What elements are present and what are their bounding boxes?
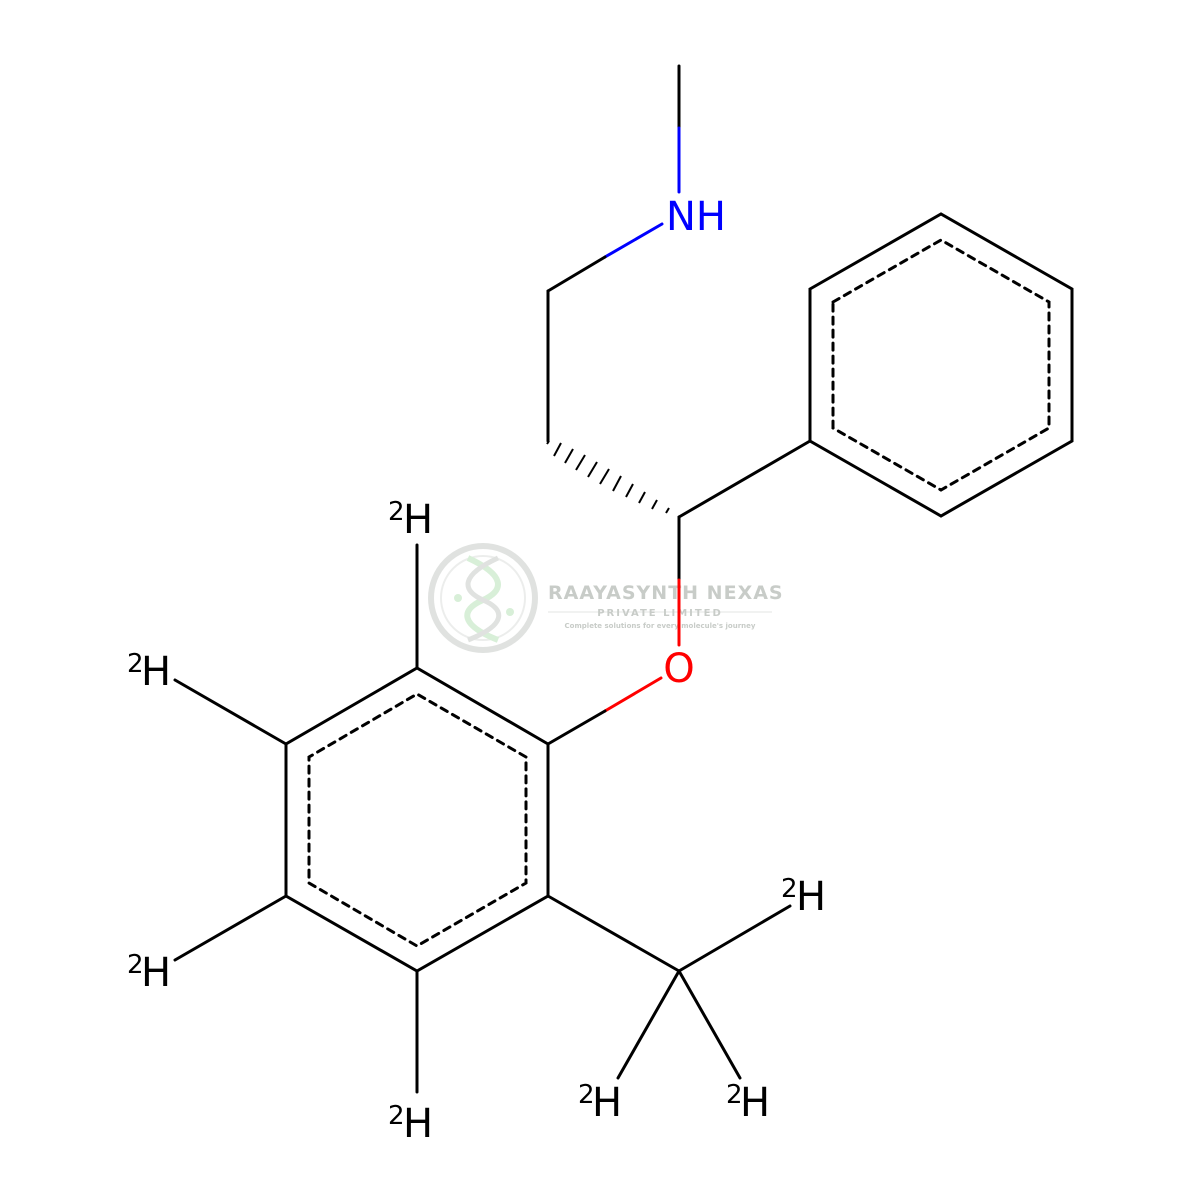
bond-cd3-d-right xyxy=(677,904,792,973)
svg-text:2: 2 xyxy=(781,874,798,904)
watermark-company-name: RAAYASYNTH NEXAS xyxy=(548,582,784,604)
nitrogen-atom-label: NH xyxy=(666,194,726,240)
bond-stereo-phenyl xyxy=(677,439,812,519)
svg-text:2: 2 xyxy=(388,1101,405,1131)
svg-text:2: 2 xyxy=(578,1080,595,1110)
svg-text:2: 2 xyxy=(127,950,144,980)
deuterium-upper-left-label: 2 H xyxy=(127,649,171,695)
bond-cd3-d-mid xyxy=(677,969,742,1080)
svg-text:H: H xyxy=(403,1101,433,1147)
bonds xyxy=(173,64,1074,1094)
aryl-ring-aromatic xyxy=(307,692,528,948)
hashed-wedge-bond xyxy=(546,440,670,514)
deuterium-lower-left-label: 2 H xyxy=(127,950,171,996)
watermark-subtitle: PRIVATE LIMITED xyxy=(597,608,723,619)
svg-text:H: H xyxy=(592,1080,622,1126)
bond-n-ch2-blue xyxy=(603,222,664,259)
oxygen-atom-label: O xyxy=(663,646,694,692)
watermark-tagline: Complete solutions for every molecule's … xyxy=(565,622,756,630)
bond-n-ch2 xyxy=(546,255,607,293)
svg-text:2: 2 xyxy=(127,649,144,679)
bond-ring-d-upper-left xyxy=(173,678,288,746)
phenyl-ring xyxy=(808,212,1074,518)
bond-o-aryl-red xyxy=(603,676,663,713)
deuterium-cd3-mid-label: 2 H xyxy=(726,1080,770,1126)
svg-text:H: H xyxy=(403,497,433,543)
deuterium-bottom-label: 2 H xyxy=(388,1101,433,1147)
watermark-logo xyxy=(428,543,772,653)
svg-text:H: H xyxy=(740,1080,770,1126)
svg-text:H: H xyxy=(141,649,171,695)
bond-o-aryl xyxy=(546,709,607,746)
svg-text:2: 2 xyxy=(388,497,405,527)
bond-cd3-d-left xyxy=(616,969,681,1080)
bond-ring-d-lower-left xyxy=(173,894,288,962)
svg-text:H: H xyxy=(141,950,171,996)
bond-ring-cd3 xyxy=(546,894,681,973)
deuterium-cd3-left-label: 2 H xyxy=(578,1080,622,1126)
svg-text:H: H xyxy=(796,874,826,920)
svg-text:2: 2 xyxy=(726,1080,743,1110)
phenyl-ring-aromatic xyxy=(831,238,1051,492)
deuterium-top-label: 2 H xyxy=(388,497,433,543)
deuterium-cd3-right-label: 2 H xyxy=(781,874,826,920)
aryl-ring xyxy=(284,666,550,973)
